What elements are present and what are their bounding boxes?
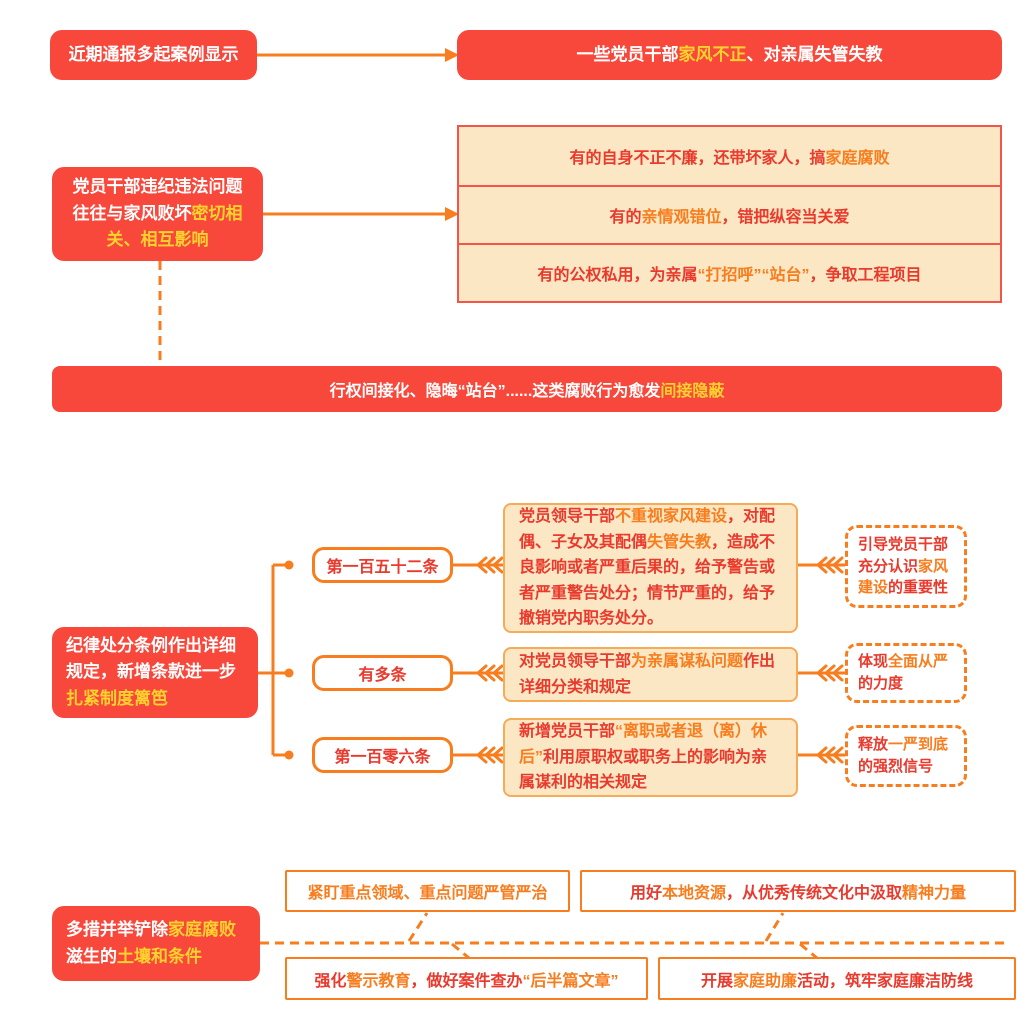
cause-summary-text: 党员干部违纪违法问题往往与家风败坏密切相关、相互影响 — [72, 177, 243, 250]
case-report-text: 近期通报多起案例显示 — [68, 44, 239, 64]
significance-note-text: 体现全面从严的力度 — [858, 653, 949, 692]
measure-box: 开展家庭助廉活动，筑牢家庭廉洁防线 — [658, 957, 1016, 1000]
article-detail-text: 对党员领导干部为亲属谋私问题作出详细分类和规定 — [519, 652, 776, 696]
cause-summary-box: 党员干部违纪违法问题往往与家风败坏密切相关、相互影响 — [52, 167, 263, 261]
branch-dot-icon — [284, 560, 294, 760]
finding-text: 一些党员干部家风不正、对亲属失管失教 — [576, 44, 883, 64]
measure-text: 开展家庭助廉活动，筑牢家庭廉洁防线 — [700, 972, 974, 990]
measures-summary-box: 多措并举铲除家庭腐败滋生的土壤和条件 — [52, 906, 260, 981]
significance-note-text: 释放一严到底的强烈信号 — [858, 736, 949, 775]
regulation-summary-text: 纪律处分条例作出详细规定，新增条款进一步扎紧制度篱笆 — [66, 635, 236, 708]
conclusion-text: 行权间接化、隐晦“站台”......这类腐败行为愈发间接隐蔽 — [329, 383, 725, 400]
dashed-branch-connector — [260, 912, 1006, 960]
cause-row-text: 有的自身不正不廉，还带坏家人，搞家庭腐败 — [569, 150, 890, 167]
article-152-label: 第一百五十二条 — [312, 547, 453, 583]
arrow-right-icon — [257, 48, 459, 62]
article-label-text: 第一百五十二条 — [326, 559, 439, 576]
arrow-right-icon — [263, 207, 459, 221]
article-152-detail-box: 党员领导干部不重视家风建设，对配偶、子女及其配偶失管失教，造成不良影响或者严重后… — [503, 503, 798, 633]
multiple-articles-label: 有多条 — [312, 655, 453, 691]
cause-row: 有的公权私用，为亲属“打招呼”“站台”，争取工程项目 — [459, 243, 1000, 301]
regulation-summary-box: 纪律处分条例作出详细规定，新增条款进一步扎紧制度篱笆 — [52, 627, 258, 718]
cause-row: 有的亲情观错位，错把纵容当关爱 — [459, 185, 1000, 243]
conclusion-bar: 行权间接化、隐晦“站台”......这类腐败行为愈发间接隐蔽 — [52, 366, 1002, 412]
article-106-detail-box: 新增党员干部“离职或者退（离）休后”利用原职权或职务上的影响为亲属谋利的相关规定 — [503, 718, 798, 797]
article-detail-text: 党员领导干部不重视家风建设，对配偶、子女及其配偶失管失教，造成不良影响或者严重后… — [519, 508, 776, 628]
article-detail-text: 新增党员干部“离职或者退（离）休后”利用原职权或职务上的影响为亲属谋利的相关规定 — [519, 723, 768, 792]
measure-text: 强化警示教育，做好案件查办“后半篇文章” — [314, 972, 619, 990]
tree-connector — [258, 563, 285, 757]
cause-row-text: 有的公权私用，为亲属“打招呼”“站台”，争取工程项目 — [537, 267, 922, 284]
significance-note-text: 引导党员干部充分认识家风建设的重要性 — [858, 535, 949, 597]
finding-box: 一些党员干部家风不正、对亲属失管失教 — [457, 30, 1002, 80]
measure-box: 强化警示教育，做好案件查办“后半篇文章” — [285, 957, 648, 1000]
significance-note-box: 释放一严到底的强烈信号 — [845, 725, 967, 787]
article-106-label: 第一百零六条 — [312, 737, 453, 773]
article-label-text: 有多条 — [358, 667, 407, 684]
cause-row-text: 有的亲情观错位，错把纵容当关爱 — [609, 209, 850, 226]
measures-summary-text: 多措并举铲除家庭腐败滋生的土壤和条件 — [66, 920, 236, 966]
cause-table: 有的自身不正不廉，还带坏家人，搞家庭腐败 有的亲情观错位，错把纵容当关爱 有的公… — [457, 125, 1002, 303]
measure-text: 用好本地资源，从优秀传统文化中汲取精神力量 — [629, 885, 967, 902]
case-report-box: 近期通报多起案例显示 — [50, 30, 257, 80]
significance-note-box: 体现全面从严的力度 — [845, 643, 967, 703]
multiple-articles-detail-box: 对党员领导干部为亲属谋私问题作出详细分类和规定 — [503, 647, 798, 702]
measure-box: 紧盯重点领域、重点问题严管严治 — [285, 870, 570, 912]
significance-note-box: 引导党员干部充分认识家风建设的重要性 — [845, 525, 967, 608]
article-label-text: 第一百零六条 — [334, 749, 431, 766]
measure-box: 用好本地资源，从优秀传统文化中汲取精神力量 — [580, 870, 1016, 912]
measure-text: 紧盯重点领域、重点问题严管严治 — [307, 885, 548, 902]
cause-row: 有的自身不正不廉，还带坏家人，搞家庭腐败 — [459, 127, 1000, 185]
